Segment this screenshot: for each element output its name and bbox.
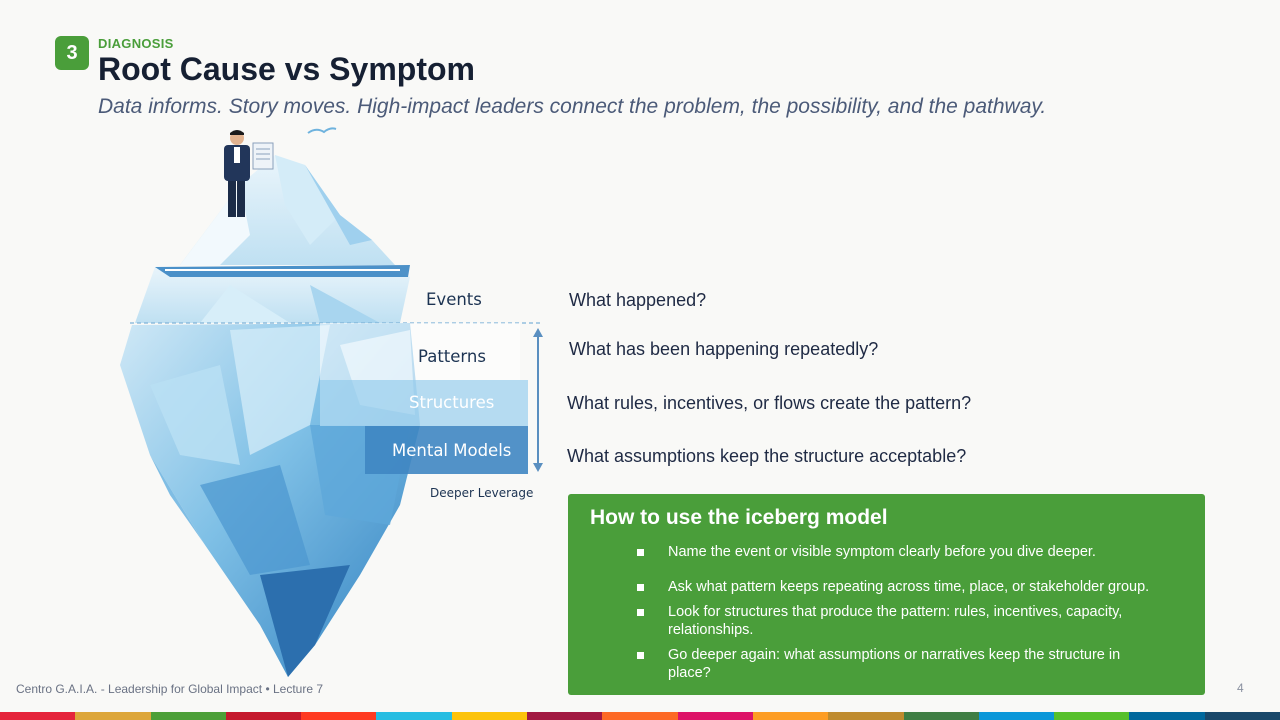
section-number-badge: 3 xyxy=(55,36,89,70)
iceberg-tip xyxy=(135,155,410,323)
list-item: Ask what pattern keeps repeating across … xyxy=(568,578,1205,596)
panel-bullet-list: Name the event or visible symptom clearl… xyxy=(568,543,1205,682)
stripe-segment xyxy=(527,712,603,720)
list-item-text: Go deeper again: what assumptions or nar… xyxy=(668,647,1121,681)
stripe-segment xyxy=(75,712,151,720)
square-bullet-icon xyxy=(637,549,644,556)
question-events: What happened? xyxy=(569,290,707,310)
color-stripe xyxy=(0,712,1280,720)
question-structures: What rules, incentives, or flows create … xyxy=(567,393,972,413)
band-mental-models xyxy=(365,426,528,474)
stripe-segment xyxy=(150,712,226,720)
stripe-segment xyxy=(978,712,1055,720)
list-item: Look for structures that produce the pat… xyxy=(568,603,1205,639)
page-number: 4 xyxy=(1237,681,1244,695)
band-patterns xyxy=(320,323,520,380)
layer-label-structures: Structures xyxy=(409,393,495,412)
stripe-segment xyxy=(0,712,76,720)
stripe-segment xyxy=(451,712,528,720)
stripe-segment xyxy=(376,712,452,720)
square-bullet-icon xyxy=(637,609,644,616)
iceberg-illustration xyxy=(120,127,543,677)
deeper-leverage-label: Deeper Leverage xyxy=(430,486,534,500)
layer-label-mental-models: Mental Models xyxy=(392,441,512,460)
footer-text: Centro G.A.I.A. - Leadership for Global … xyxy=(16,682,324,696)
list-item-text: Look for structures that produce the pat… xyxy=(668,604,1123,638)
bird-icon xyxy=(307,127,337,134)
slide-title: Root Cause vs Symptom xyxy=(98,51,475,87)
square-bullet-icon xyxy=(637,652,644,659)
layer-label-events: Events xyxy=(426,290,482,309)
stripe-segment xyxy=(301,712,377,720)
band-structures xyxy=(320,380,528,426)
layer-label-patterns: Patterns xyxy=(418,347,486,366)
stripe-segment xyxy=(828,712,904,720)
depth-arrow xyxy=(533,328,543,472)
question-mental-models: What assumptions keep the structure acce… xyxy=(567,446,967,466)
panel-title: How to use the iceberg model xyxy=(590,506,888,529)
slide-subtitle: Data informs. Story moves. High-impact l… xyxy=(98,95,1047,118)
stripe-segment xyxy=(903,712,979,720)
stripe-segment xyxy=(752,712,829,720)
stripe-segment xyxy=(1054,712,1130,720)
leader-figure-icon xyxy=(224,130,274,217)
question-patterns: What has been happening repeatedly? xyxy=(569,339,879,359)
stripe-segment xyxy=(1129,712,1205,720)
stripe-segment xyxy=(1204,712,1280,720)
how-to-panel: How to use the iceberg model Name the ev… xyxy=(568,494,1205,695)
section-kicker: DIAGNOSIS xyxy=(98,36,174,51)
list-item-text: Name the event or visible symptom clearl… xyxy=(668,544,1096,560)
stripe-segment xyxy=(677,712,753,720)
list-item: Name the event or visible symptom clearl… xyxy=(568,543,1205,561)
list-item-text: Ask what pattern keeps repeating across … xyxy=(668,579,1150,595)
stripe-segment xyxy=(225,712,302,720)
stripe-segment xyxy=(602,712,678,720)
square-bullet-icon xyxy=(637,584,644,591)
list-item: Go deeper again: what assumptions or nar… xyxy=(568,646,1205,682)
